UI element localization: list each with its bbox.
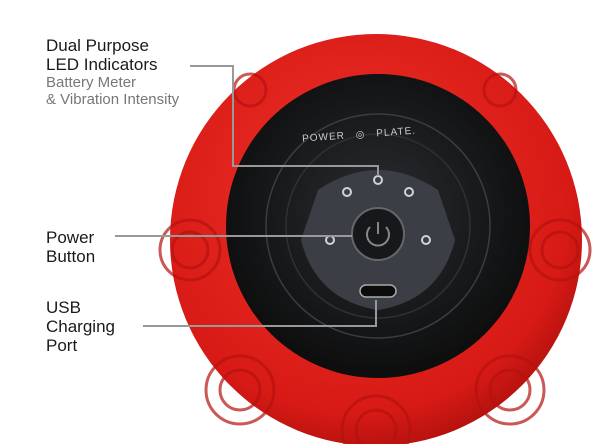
led-indicators bbox=[325, 175, 431, 245]
callout-lines bbox=[115, 65, 379, 327]
brand-waves-icon: ◎ bbox=[355, 129, 366, 141]
power-button-label: Power Button bbox=[46, 228, 96, 266]
power-button-graphic[interactable] bbox=[351, 207, 405, 261]
led-indicators-label: Dual Purpose LED Indicators Battery Mete… bbox=[46, 36, 180, 108]
usb-port-graphic bbox=[359, 284, 397, 298]
usb-port-label: USB Charging Port bbox=[46, 298, 115, 355]
